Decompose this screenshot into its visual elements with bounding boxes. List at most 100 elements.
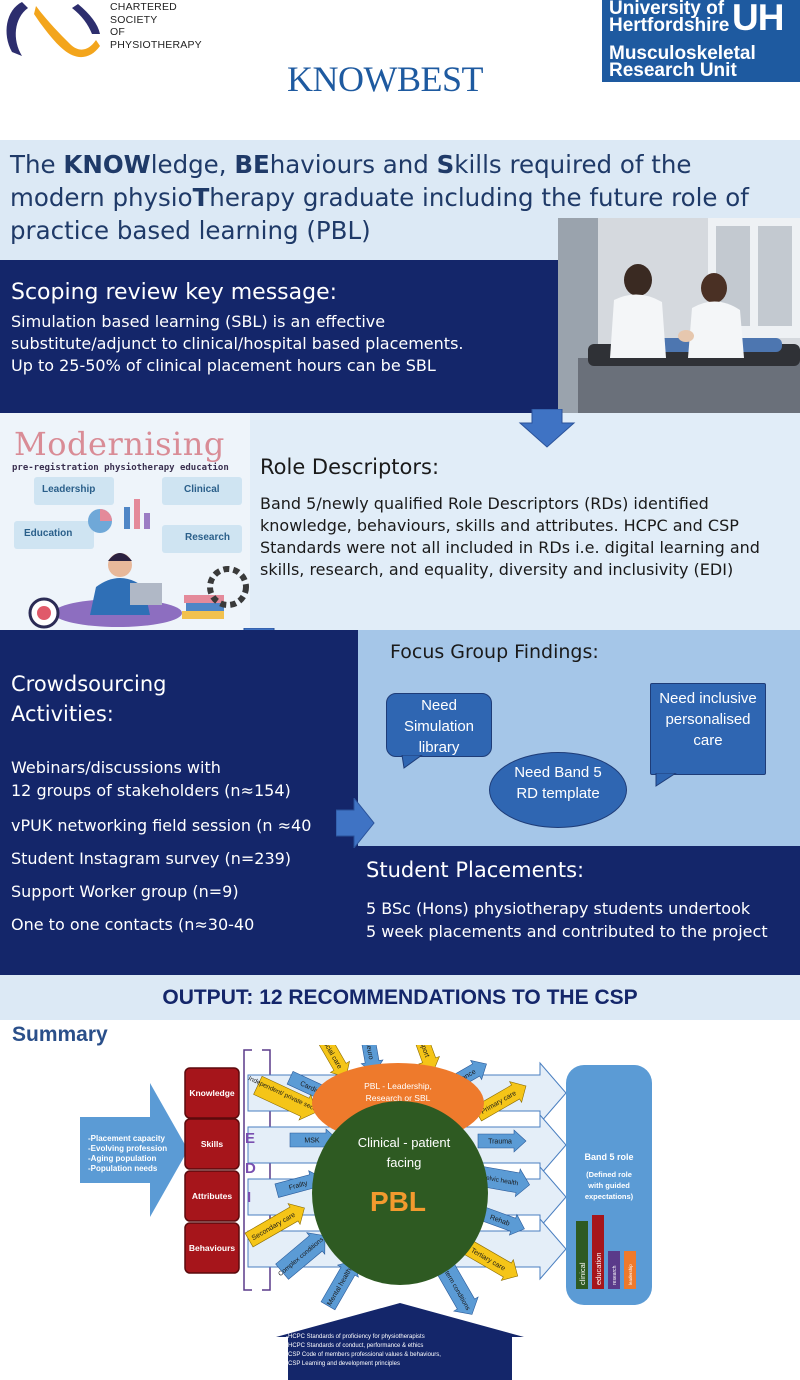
scoping-line: substitute/adjunct to clinical/hospital …	[11, 334, 464, 353]
title-segment: T	[192, 183, 210, 212]
focus-bubble-text: Need Band 5 RD template	[514, 764, 602, 802]
card-clinical: Clinical	[184, 484, 220, 495]
drivers-arrow	[80, 1083, 188, 1217]
output-band	[0, 975, 800, 1020]
band5-bar-research: research	[612, 1265, 618, 1285]
scoping-line: Up to 25-50% of clinical placement hours…	[11, 356, 436, 375]
student-placements-heading: Student Placements:	[366, 858, 585, 882]
svg-text:MSK: MSK	[304, 1138, 320, 1145]
csp-name-line: CHARTERED	[110, 1, 177, 13]
svg-text:Frailty: Frailty	[288, 1180, 309, 1192]
focus-bubble-text: Need inclusive personalised care	[659, 690, 757, 749]
crowdsourcing-item: Support Worker group (n=9)	[11, 882, 239, 901]
csp-name: CHARTERED SOCIETY OF PHYSIOTHERAPY	[110, 1, 202, 51]
driver-item: -Evolving profession	[88, 1144, 167, 1153]
standards-arrow	[276, 1303, 524, 1380]
standard-item: -HCPC Standards of conduct, performance …	[286, 1343, 423, 1349]
standard-item: -CSP Code of members professional values…	[286, 1352, 441, 1358]
svg-text:(Defined role: (Defined role	[586, 1170, 632, 1179]
bubble-tail-icon	[401, 755, 423, 769]
card-leadership: Leadership	[42, 484, 96, 495]
standard-item: -HCPC Standards of proficiency for physi…	[286, 1334, 425, 1340]
summary-diagram: -Placement capacity -Evolving profession…	[80, 1045, 652, 1380]
focus-bubble-inclusive: Need inclusive personalised care	[650, 683, 766, 775]
edi-letter-i: I	[247, 1189, 251, 1206]
svg-text:expectations): expectations)	[585, 1192, 634, 1201]
output-title: OUTPUT: 12 RECOMMENDATIONS TO THE CSP	[0, 986, 800, 1010]
band5-bar-leadership: leadership	[628, 1264, 633, 1285]
summary-title: Summary	[12, 1023, 108, 1046]
crowdsourcing-heading-line: Activities:	[11, 702, 114, 726]
driver-item: -Population needs	[88, 1164, 158, 1173]
unit-line1: Musculoskeletal	[609, 43, 756, 64]
focus-bubble-simulation: Need Simulation library	[386, 693, 492, 757]
page-title: The KNOWledge, BEhaviours and Skills req…	[10, 148, 790, 247]
title-segment: The	[10, 150, 64, 179]
core-middle-line2: facing	[387, 1155, 422, 1170]
band5-bar-education: education	[594, 1252, 603, 1285]
core-top-label-line1: PBL - Leadership,	[364, 1081, 432, 1091]
csp-logo	[6, 2, 100, 58]
role-descriptors-panel	[250, 413, 800, 630]
title-segment: S	[436, 150, 455, 179]
crowdsourcing-item: Webinars/discussions with	[11, 758, 221, 777]
band5-bar-clinical: clinical	[578, 1262, 587, 1285]
domain-attributes: Attributes	[192, 1191, 232, 1201]
driver-item: -Aging population	[88, 1154, 157, 1163]
output-highlight: 12 RECOMMENDATIONS TO THE CSP	[259, 986, 638, 1009]
scoping-review-body: Simulation based learning (SBL) is an ef…	[11, 311, 541, 377]
crowdsourcing-item: One to one contacts (n≈30-40	[11, 915, 255, 934]
student-placements-line: 5 BSc (Hons) physiotherapy students unde…	[366, 899, 751, 918]
unit-line2: Research Unit	[609, 60, 737, 81]
domain-skills: Skills	[201, 1139, 223, 1149]
card-research: Research	[185, 532, 231, 543]
spoke-pelvic-health: Pelvic health	[476, 1165, 530, 1198]
focus-group-heading: Focus Group Findings:	[390, 641, 599, 663]
university-line1: University of	[609, 0, 725, 19]
uh-mark: UH	[732, 0, 784, 38]
output-prefix: OUTPUT:	[162, 986, 260, 1009]
crowdsourcing-item: 12 groups of stakeholders (n≈154)	[11, 781, 291, 800]
spoke-rehab: Rehab	[476, 1205, 525, 1236]
focus-bubble-text: Need Simulation library	[403, 697, 475, 756]
driver-item: -Placement capacity	[88, 1134, 165, 1143]
svg-text:Trauma: Trauma	[488, 1139, 512, 1146]
title-segment: ledge,	[150, 150, 235, 179]
scoping-review-heading: Scoping review key message:	[11, 280, 338, 305]
edi-letter-d: D	[245, 1160, 256, 1177]
modernising-title: Modernising	[14, 425, 225, 463]
crowdsourcing-item: vPUK networking field session (n ≈40	[11, 816, 312, 835]
right-arrow-icon	[336, 798, 375, 848]
band5-title: Band 5 role	[584, 1152, 633, 1162]
title-segment: KNOW	[63, 150, 151, 179]
bubble-tail-icon	[655, 773, 677, 787]
core-middle-line1: Clinical - patient	[358, 1135, 451, 1150]
domain-knowledge: Knowledge	[189, 1088, 235, 1098]
crowdsourcing-item: Student Instagram survey (n=239)	[11, 849, 292, 868]
physiotherapy-photo	[558, 218, 800, 413]
core-top-label-line2: Research or SBL	[366, 1093, 431, 1103]
title-segment: herapy graduate including the future rol…	[10, 183, 749, 245]
svg-text:with guided: with guided	[587, 1181, 630, 1190]
core-pbl-label: PBL	[370, 1186, 426, 1217]
role-descriptors-heading: Role Descriptors:	[260, 455, 440, 479]
university-line2: Hertfordshire	[609, 15, 730, 36]
focus-bubble-template: Need Band 5 RD template	[489, 752, 627, 828]
modernising-illustration: Modernising pre-registration physiothera…	[0, 413, 250, 630]
csp-name-line: SOCIETY	[110, 13, 158, 26]
title-segment: haviours and	[269, 150, 437, 179]
domain-boxes: Knowledge Skills Attributes Behaviours	[184, 1067, 240, 1274]
scoping-line: Simulation based learning (SBL) is an ef…	[11, 312, 386, 331]
role-descriptors-body: Band 5/newly qualified Role Descriptors …	[260, 494, 760, 579]
crowdsourcing-heading: Crowdsourcing Activities:	[11, 669, 341, 729]
svg-text:Neuro: Neuro	[364, 1045, 374, 1060]
project-name: KNOWBEST	[287, 59, 484, 99]
card-education: Education	[24, 528, 73, 539]
modernising-artwork	[28, 499, 249, 629]
scoping-review-panel	[0, 260, 558, 413]
student-placements-body: 5 BSc (Hons) physiotherapy students unde…	[366, 897, 796, 943]
student-placements-line: 5 week placements and contributed to the…	[366, 922, 768, 941]
domain-behaviours: Behaviours	[189, 1243, 236, 1253]
modernising-subtitle: pre-registration physiotherapy education	[12, 463, 229, 473]
university-logo: University of Hertfordshire UH Musculosk…	[602, 0, 800, 82]
